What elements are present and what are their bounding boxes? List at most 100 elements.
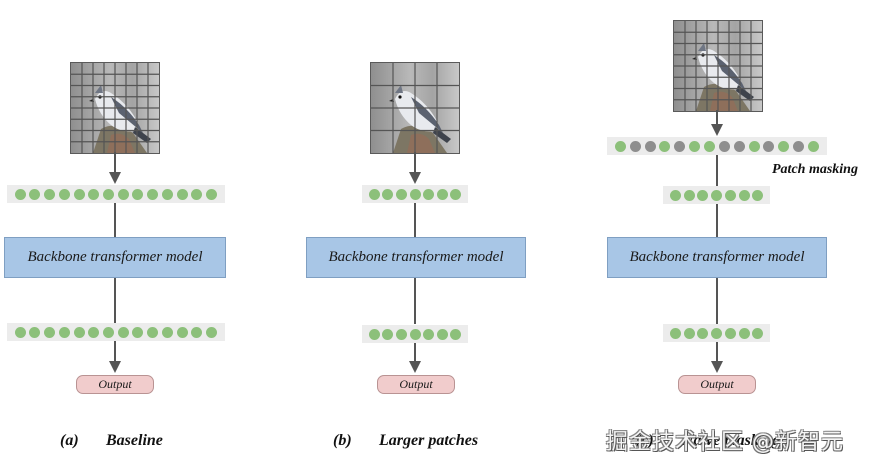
arrow-line [114, 152, 116, 172]
caption-c: (c) Naive masking [636, 432, 780, 450]
watermark: 掘金技术社区 @新智元 [606, 430, 844, 455]
arrow-down-icon [109, 172, 121, 184]
token [689, 140, 701, 152]
input-token-strip [362, 185, 468, 203]
arrow-line [114, 341, 116, 361]
token [382, 188, 394, 200]
token [697, 189, 709, 201]
token [103, 326, 115, 338]
caption-title: Larger patches [379, 432, 479, 449]
output-token-strip [362, 325, 468, 343]
token [117, 188, 129, 200]
token [88, 188, 100, 200]
caption-title: Baseline [106, 432, 163, 449]
token [368, 188, 380, 200]
caption-tag: (c) [636, 432, 654, 449]
token [161, 188, 173, 200]
token [132, 188, 144, 200]
masked-token [793, 140, 805, 152]
token [436, 328, 448, 340]
arrow-line [414, 203, 416, 238]
masked-token [644, 140, 656, 152]
caption-tag: (b) [333, 432, 352, 449]
backbone-transformer-box: Backbone transformer model [4, 237, 226, 278]
token [748, 140, 760, 152]
token [669, 327, 681, 339]
arrow-line [414, 343, 416, 361]
token [738, 189, 750, 201]
token [683, 327, 695, 339]
token [724, 189, 736, 201]
arrow-line [716, 278, 718, 324]
token [206, 326, 218, 338]
arrow-line [716, 342, 718, 361]
token [395, 188, 407, 200]
backbone-transformer-box: Backbone transformer model [306, 237, 526, 278]
token [44, 326, 56, 338]
masked-token [763, 140, 775, 152]
token [117, 326, 129, 338]
token [450, 188, 462, 200]
arrow-line [114, 203, 116, 238]
arrow-down-icon [109, 361, 121, 373]
arrow-down-icon [711, 124, 723, 136]
token [450, 328, 462, 340]
token [778, 140, 790, 152]
token [191, 326, 203, 338]
caption-title: Naive masking [682, 432, 781, 449]
token [44, 188, 56, 200]
token [58, 326, 70, 338]
token [704, 140, 716, 152]
token [368, 328, 380, 340]
masked-token [629, 140, 641, 152]
bird-image-grid-8x8 [70, 62, 160, 154]
token [191, 188, 203, 200]
output-box: Output [377, 375, 455, 394]
token [382, 328, 394, 340]
token [711, 189, 722, 201]
token [14, 326, 26, 338]
input-token-strip [7, 185, 225, 203]
token [711, 327, 722, 339]
token [176, 188, 188, 200]
token [752, 189, 764, 201]
bird-photo [71, 63, 159, 153]
token [423, 188, 435, 200]
token [669, 189, 681, 201]
token [436, 188, 448, 200]
arrow-line [716, 155, 718, 186]
arrow-down-icon [711, 361, 723, 373]
token [697, 327, 709, 339]
token [659, 140, 671, 152]
bird-photo [371, 63, 459, 153]
token [103, 188, 115, 200]
backbone-transformer-box: Backbone transformer model [607, 237, 827, 278]
arrow-line [716, 204, 718, 238]
token [614, 140, 626, 152]
patch-masking-label: Patch masking [772, 162, 858, 177]
token [147, 188, 159, 200]
arrow-line [414, 278, 416, 324]
token [206, 188, 218, 200]
masked-token [718, 140, 730, 152]
arrow-down-icon [409, 361, 421, 373]
bird-photo [674, 21, 762, 111]
token [683, 189, 695, 201]
caption-tag: (a) [60, 432, 79, 449]
masked-token [674, 140, 686, 152]
token [29, 188, 41, 200]
token [724, 327, 736, 339]
token [738, 327, 750, 339]
bird-image-grid-4x4 [370, 62, 460, 154]
caption-a: (a) Baseline [60, 432, 163, 450]
output-token-strip [7, 323, 225, 341]
masked-token [733, 140, 745, 152]
input-token-strip [663, 186, 770, 204]
token [147, 326, 159, 338]
token [132, 326, 144, 338]
masked-token-strip [607, 137, 827, 155]
output-box: Output [678, 375, 756, 394]
arrow-line [114, 278, 116, 324]
token [73, 188, 85, 200]
caption-b: (b) Larger patches [333, 432, 478, 450]
